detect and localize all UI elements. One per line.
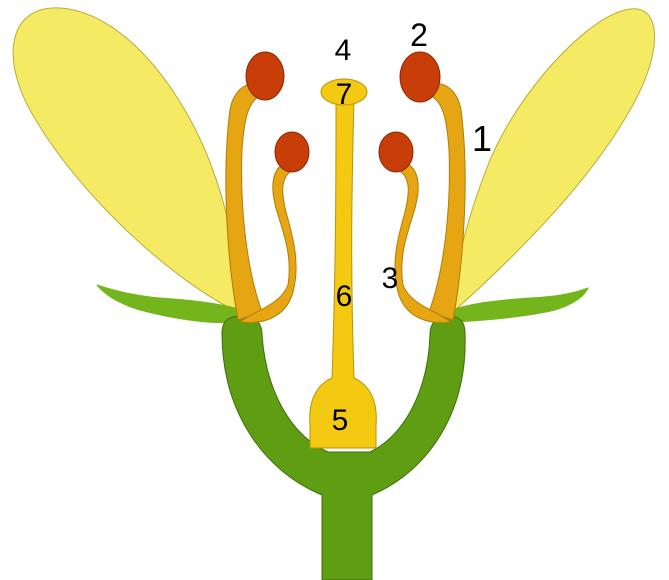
label-6: 6 [336,280,353,313]
pistil [310,98,377,448]
anther-right-outer [400,52,440,102]
petal-left [13,8,238,312]
petal-right [453,9,655,312]
label-3: 3 [382,262,399,295]
anther-left-inner [275,132,309,172]
label-1: 1 [472,118,492,159]
label-5: 5 [332,404,349,437]
anther-right-inner [379,132,413,172]
label-4: 4 [335,34,352,67]
anther-left-outer [246,52,284,100]
label-7: 7 [336,78,353,111]
label-2: 2 [410,17,428,53]
